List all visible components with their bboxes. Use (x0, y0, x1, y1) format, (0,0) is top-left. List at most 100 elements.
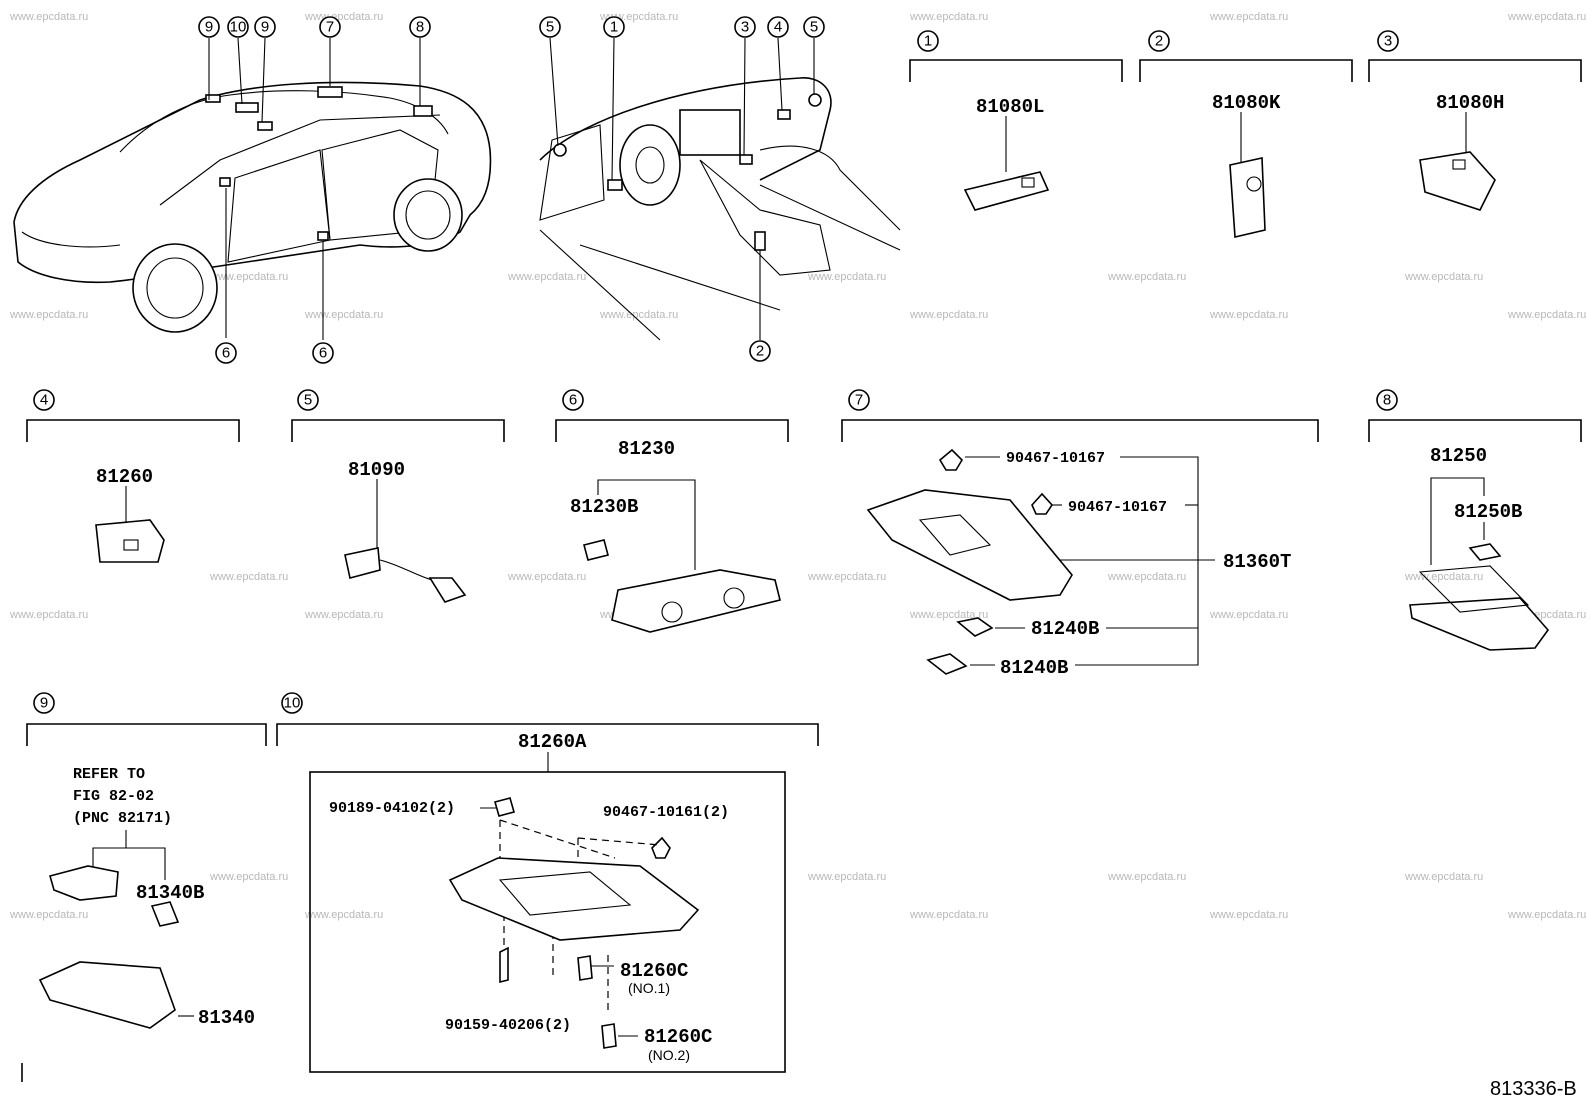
svg-text:5: 5 (546, 19, 554, 36)
callout-3: 3 (734, 16, 756, 38)
part-number-81230: 81230 (618, 438, 675, 460)
bulb-81250B-icon (1468, 543, 1502, 561)
steering-wheel (619, 124, 681, 206)
part-sub-no2: (NO.2) (648, 1047, 690, 1063)
group-4: 4 81260 (26, 389, 240, 563)
svg-text:6: 6 (569, 392, 577, 409)
watermark: www.epcdata.ru (9, 309, 88, 321)
group-bracket (1368, 419, 1582, 442)
svg-text:5: 5 (304, 392, 312, 409)
watermark: www.epcdata.ru (1107, 271, 1186, 283)
socket-81340-icon (49, 865, 119, 901)
watermark: www.epcdata.ru (304, 11, 383, 23)
dash-lamp-marker (607, 179, 623, 191)
car-rear-wheel (393, 178, 463, 252)
switch-81080L-icon (963, 171, 1050, 211)
bulb-81260C-no2-icon (601, 1023, 617, 1049)
part-number-81260A: 81260A (518, 731, 587, 753)
part-number-90467-10167: 90467-10167 (1068, 499, 1167, 516)
part-number-81250B: 81250B (1454, 501, 1522, 523)
group-2: 2 81080K (1139, 30, 1353, 238)
part-number-81340: 81340 (198, 1007, 255, 1029)
svg-text:3: 3 (741, 19, 749, 36)
part-number-81360T: 81360T (1223, 551, 1291, 573)
dash-lamp-marker (777, 109, 791, 120)
svg-text:2: 2 (756, 343, 764, 360)
watermark: www.epcdata.ru (909, 11, 988, 23)
lamp-81260A-icon (448, 857, 700, 941)
dash-lamp-marker (739, 154, 753, 165)
watermark: www.epcdata.ru (9, 11, 88, 23)
watermark: www.epcdata.ru (1107, 871, 1186, 883)
group-7: 7 90467-10167 90467-10167 81360T 81240B … (841, 389, 1319, 679)
callout-2: 2 (749, 340, 771, 362)
svg-text:1: 1 (610, 19, 618, 36)
svg-text:10: 10 (284, 695, 301, 712)
watermark: www.epcdata.ru (1209, 11, 1288, 23)
watermark: www.epcdata.ru (1209, 609, 1288, 621)
lamp-81260-icon (95, 519, 165, 563)
watermarks: www.epcdata.ru www.epcdata.ru www.epcdat… (9, 11, 1586, 921)
assembly-box (309, 771, 786, 1073)
group-number: 3 (1377, 30, 1399, 52)
clip-90467-icon (1031, 492, 1054, 515)
dash-lamp-marker (754, 231, 766, 251)
car-front-hub (146, 257, 204, 319)
car-bumper (21, 231, 121, 248)
center-console (699, 159, 831, 276)
watermark: www.epcdata.ru (1404, 271, 1483, 283)
watermark: www.epcdata.ru (1209, 309, 1288, 321)
group-number: 2 (1148, 30, 1170, 52)
watermark: www.epcdata.ru (807, 271, 886, 283)
car-front-door (227, 149, 331, 263)
refer-line-2: FIG 82-02 (73, 788, 154, 805)
watermark: www.epcdata.ru (909, 909, 988, 921)
car-lamp-marker (257, 121, 273, 131)
part-number-90467-10161: 90467-10161(2) (603, 804, 729, 821)
watermark: www.epcdata.ru (9, 609, 88, 621)
callout-10: 10 (227, 16, 249, 38)
watermark: www.epcdata.ru (209, 871, 288, 883)
watermark: www.epcdata.ru (599, 309, 678, 321)
group-10: 10 81260A 90189-04102(2) 90467-10161(2) … (276, 692, 819, 1073)
part-number-90159-40206: 90159-40206(2) (445, 1017, 571, 1034)
watermark: www.epcdata.ru (1209, 909, 1288, 921)
svg-text:6: 6 (222, 345, 230, 362)
svg-text:5: 5 (810, 19, 818, 36)
svg-text:3: 3 (1384, 33, 1392, 50)
group-number: 5 (297, 389, 319, 411)
group-number: 10 (281, 692, 303, 714)
car-overview: 9 10 9 7 8 6 6 (13, 16, 492, 364)
harness-81090-wire (379, 559, 433, 581)
part-number-81080H: 81080H (1436, 92, 1504, 114)
car-lamp-marker (317, 231, 329, 241)
svg-text:8: 8 (416, 19, 424, 36)
part-number-81090: 81090 (348, 459, 405, 481)
part-number-81080K: 81080K (1212, 92, 1281, 114)
svg-text:8: 8 (1383, 392, 1391, 409)
svg-text:4: 4 (774, 19, 782, 36)
svg-text:1: 1 (924, 33, 932, 50)
car-lamp-marker (219, 177, 231, 187)
bulb-81240B-icon (926, 653, 968, 675)
group-bracket (276, 723, 819, 746)
watermark: www.epcdata.ru (209, 571, 288, 583)
group-9: 9 REFER TO FIG 82-02 (PNC 82171) 81340B … (26, 692, 267, 1029)
group-1: 1 81080L (909, 30, 1123, 211)
car-rear-hub (405, 190, 451, 240)
part-number-81230B: 81230B (570, 496, 638, 518)
watermark: www.epcdata.ru (9, 909, 88, 921)
center-display (679, 109, 741, 156)
passenger-dash (759, 145, 901, 231)
callout-5: 5 (803, 16, 825, 38)
dash-lamp-marker (553, 143, 567, 157)
part-number-81240B: 81240B (1000, 657, 1068, 679)
watermark: www.epcdata.ru (1404, 871, 1483, 883)
svg-text:9: 9 (205, 19, 213, 36)
watermark: www.epcdata.ru (507, 271, 586, 283)
part-number-90189-04102: 90189-04102(2) (329, 800, 455, 817)
refer-line-1: REFER TO (73, 766, 145, 783)
lamp-81340-icon (38, 961, 176, 1029)
watermark: www.epcdata.ru (909, 309, 988, 321)
screw-90159-icon (499, 946, 509, 984)
